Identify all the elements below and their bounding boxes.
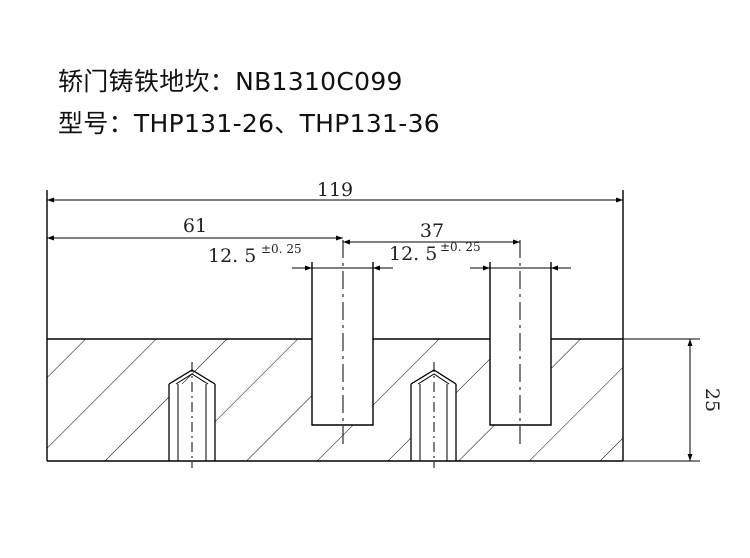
dim-slot-width-left: 12. 5	[208, 245, 256, 267]
dim-overall-width: 119	[317, 179, 353, 201]
dim-slot-width-right: 12. 5	[389, 243, 437, 265]
slot-right	[489, 240, 552, 445]
slot-left	[311, 240, 374, 445]
model-label: 型号：THP131-26、THP131-36	[58, 109, 440, 138]
sill-section-body	[47, 339, 623, 461]
dim-height: 25	[701, 388, 723, 412]
dim-slot-spacing: 37	[420, 220, 444, 242]
dimension-lines	[47, 197, 700, 462]
dim-left-offset: 61	[183, 215, 207, 237]
dim-slot-tolerance-right: ±0. 25	[440, 240, 481, 254]
sill-outline	[46, 190, 624, 462]
dim-slot-tolerance-left: ±0. 25	[261, 242, 302, 256]
part-title: 轿门铸铁地坎：NB1310C099	[58, 67, 403, 96]
tapped-hole-right	[410, 362, 457, 468]
tapped-hole-left	[168, 362, 216, 468]
